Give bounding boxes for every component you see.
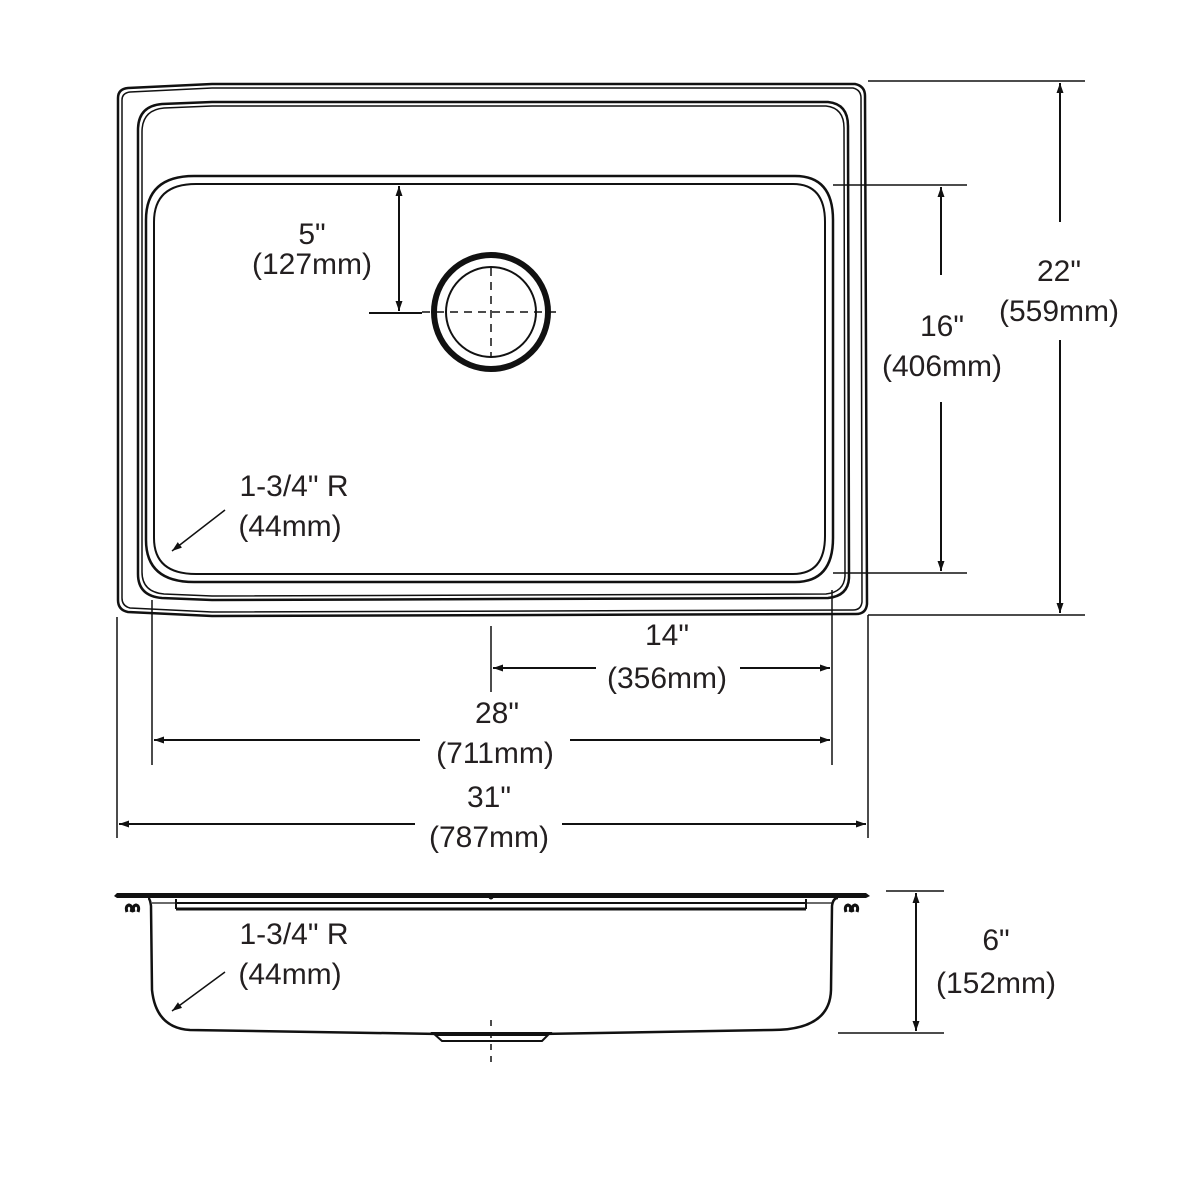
overall-width-dimension: 31" (787mm) — [119, 781, 866, 854]
bowl-width-dimension: 28" (711mm) — [154, 697, 830, 770]
drain-to-side-imperial: 14" — [645, 619, 689, 652]
centerline-crosshair-icon — [422, 268, 560, 356]
depth-dimension: 6" (152mm) — [838, 890, 1056, 1034]
side-corner-radius-imperial: 1-3/4" R — [239, 918, 348, 951]
bowl-length-imperial: 16" — [920, 310, 964, 343]
sink-inner-rim-line — [141, 105, 846, 597]
overall-width-imperial: 31" — [467, 781, 511, 814]
sink-outer-rim-inner-line — [121, 87, 863, 613]
depth-metric: (152mm) — [936, 967, 1056, 1000]
sink-bowl-outer — [144, 174, 835, 584]
drain-to-side-metric: (356mm) — [607, 662, 727, 695]
overall-length-metric: (559mm) — [999, 295, 1119, 328]
drain-offset-dimension: 5" (127mm) — [252, 186, 422, 314]
drain-offset-metric: (127mm) — [252, 248, 372, 281]
side-corner-radius-callout: 1-3/4" R (44mm) — [171, 918, 349, 1012]
sink-outer-rim — [116, 82, 869, 618]
bowl-length-dimension: 16" (406mm) — [833, 184, 1002, 574]
side-corner-radius-metric: (44mm) — [238, 958, 341, 991]
bowl-length-metric: (406mm) — [882, 350, 1002, 383]
side-view: 1-3/4" R (44mm) 6" (152mm) — [114, 890, 1056, 1062]
overall-length-dimension: 22" (559mm) — [867, 80, 1119, 838]
drain-to-side-dimension: 14" (356mm) — [493, 619, 830, 695]
sink-inner-rim — [136, 100, 851, 602]
plan-corner-radius-metric: (44mm) — [238, 510, 341, 543]
mounting-clip-icon — [124, 903, 860, 913]
plan-corner-radius-callout: 1-3/4" R (44mm) — [171, 470, 349, 552]
overall-length-imperial: 22" — [1037, 255, 1081, 288]
depth-imperial: 6" — [982, 924, 1009, 957]
plan-view: 5" (127mm) 16" (406mm) 22" (559mm) 1-3/4… — [116, 80, 1119, 854]
drain-outlet-icon — [430, 1020, 553, 1062]
overall-width-metric: (787mm) — [429, 821, 549, 854]
bowl-width-imperial: 28" — [475, 697, 519, 730]
sink-bowl-inner — [153, 183, 826, 575]
bowl-width-metric: (711mm) — [436, 737, 554, 770]
drain-offset-imperial: 5" — [298, 218, 325, 251]
plan-corner-radius-imperial: 1-3/4" R — [239, 470, 348, 503]
